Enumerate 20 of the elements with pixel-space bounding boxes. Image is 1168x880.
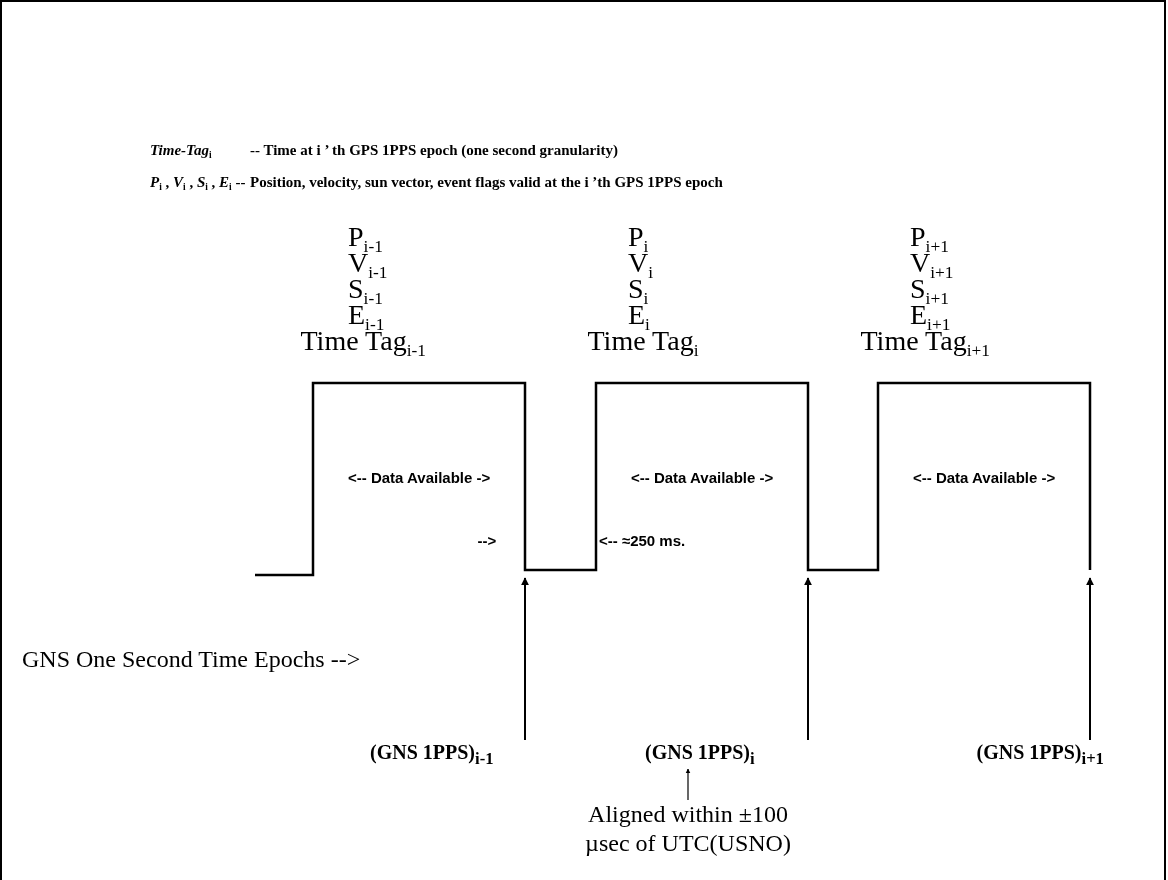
arrow	[685, 768, 691, 801]
arrow	[1086, 577, 1094, 741]
variable-label: P$_{i}$	[628, 222, 649, 253]
note-text: Aligned within ±100 µsec of UTC(USNO)	[573, 800, 803, 858]
timing-label: <-- Data Available ->	[631, 470, 774, 487]
definition-text: Position, velocity, sun vector, event flags valid at the i ’th GPS 1PPS epoch	[250, 174, 723, 191]
pulse-label: (GNS 1PPS)$_{i+1}$	[976, 740, 1104, 769]
arrow	[521, 577, 529, 741]
axis-caption: GNS One Second Time Epochs -->	[22, 646, 361, 673]
arrow	[804, 577, 812, 741]
timing-label: <-- Data Available ->	[348, 470, 491, 487]
timing-label: <-- Data Available ->	[913, 470, 1056, 487]
pulse-label: (GNS 1PPS)$_{i}$	[645, 740, 755, 769]
legend-symbol: Time-Tag$_{i}$	[150, 142, 212, 159]
timing-label: <-- ≈250 ms.	[599, 533, 686, 550]
definition-text: -- Time at i ’ th GPS 1PPS epoch (one second granularity)	[250, 142, 618, 159]
pulse-label: (GNS 1PPS)$_{i-1}$	[370, 740, 494, 769]
legend-symbol: P$_{i}$ , V$_{i}$ , S$_{i}$ , E$_{i}$ --	[150, 174, 246, 191]
variable-label: S$_{i}$	[628, 274, 649, 305]
timing-label: -->	[477, 533, 497, 550]
